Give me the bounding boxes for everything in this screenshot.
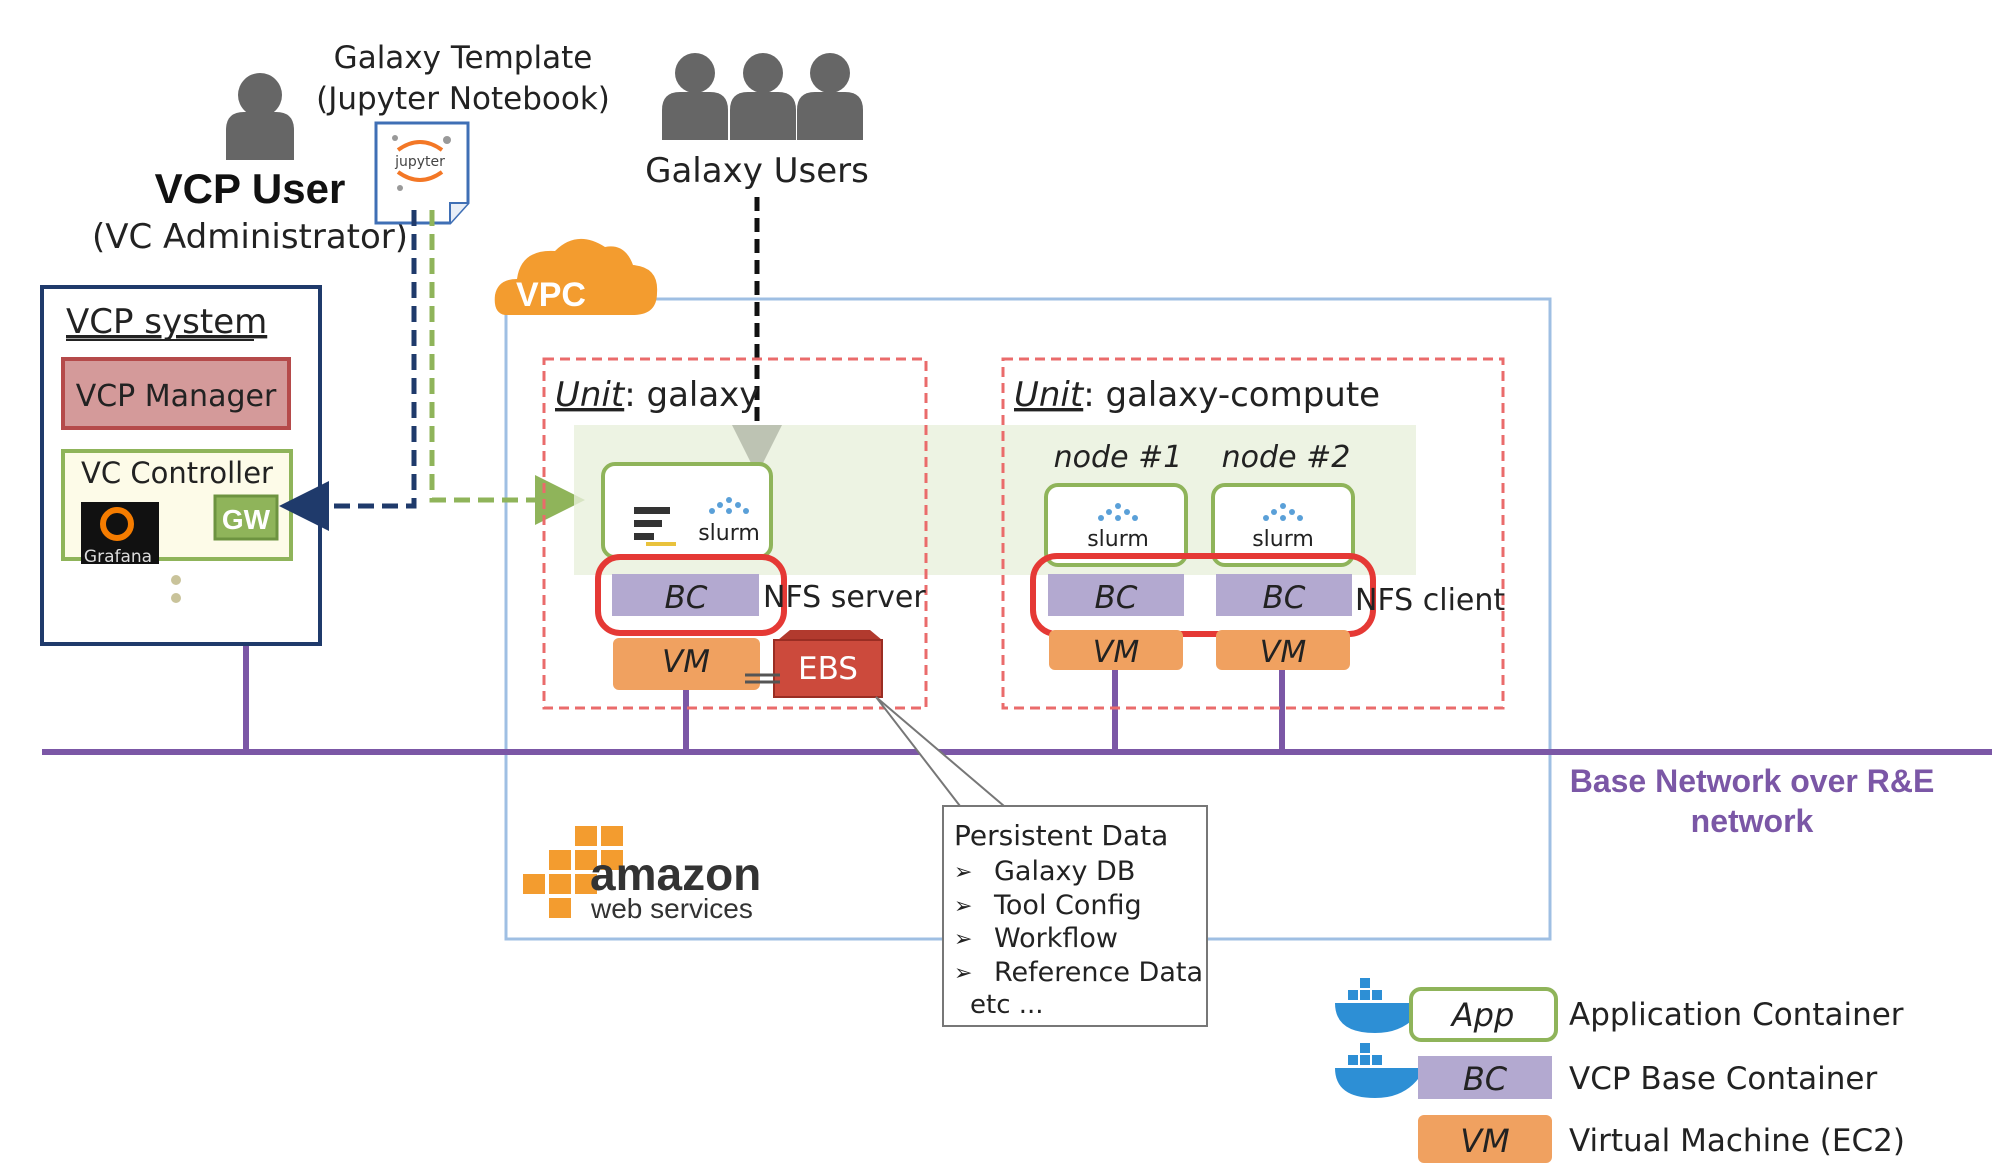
node1-slurm-icon	[1098, 503, 1138, 521]
grafana-swirl-icon	[100, 507, 134, 541]
jupyter-icon-text: jupyter	[394, 154, 445, 170]
node1-app-container	[1044, 483, 1188, 567]
node1-vm-label: VM	[1093, 635, 1140, 670]
node1-vm-box	[1049, 630, 1183, 670]
node2-vm-box	[1216, 630, 1350, 670]
template-subtitle: (Jupyter Notebook)	[316, 81, 610, 117]
vc-controller-label: VC Controller	[81, 456, 273, 490]
node2-slurm-icon	[1263, 503, 1303, 521]
vpc-badge-text: VPC	[516, 276, 586, 314]
vcp-system-title: VCP system	[66, 302, 267, 342]
galaxy-vm-label: VM	[662, 644, 710, 680]
galaxy-slurm-label: slurm	[698, 521, 760, 546]
callout-item-4: Reference Data	[994, 957, 1203, 988]
callout-item-1: Galaxy DB	[994, 856, 1135, 887]
node1-bc-box	[1048, 574, 1184, 616]
legend-app-key: App	[1450, 996, 1515, 1034]
docker-whale-icon-2	[1335, 1043, 1425, 1098]
galaxy-users-label: Galaxy Users	[645, 151, 869, 191]
grafana-label: Grafana	[84, 547, 152, 567]
vpc-cloud-icon: VPC	[494, 238, 658, 315]
network-label-line1: Base Network over R&E	[1570, 763, 1935, 799]
aws-cubes-icon	[523, 826, 623, 918]
legend-app-label: Application Container	[1569, 997, 1904, 1033]
vcp-manager-box	[61, 357, 291, 430]
nfs-server-label: NFS server	[763, 580, 926, 615]
slurm-logo-icon	[709, 497, 749, 514]
legend-vm-label: Virtual Machine (EC2)	[1569, 1123, 1905, 1159]
gw-box	[213, 494, 279, 541]
node2-slurm-label: slurm	[1252, 527, 1314, 552]
callout-title: Persistent Data	[954, 819, 1168, 852]
legend-app-swatch	[1409, 987, 1558, 1042]
blue-dashed-arrow	[279, 210, 417, 531]
legend-vm-key: VM	[1460, 1122, 1510, 1160]
legend-bc-label: VCP Base Container	[1569, 1061, 1877, 1097]
aws-wordmark: amazon	[590, 848, 761, 900]
vcp-user-icon	[226, 73, 294, 160]
green-dashed-arrow	[429, 210, 585, 525]
legend-bc-key: BC	[1463, 1060, 1508, 1098]
callout-bullet-4: ➢	[954, 961, 972, 986]
legend-vm-swatch	[1418, 1115, 1552, 1163]
unit-galaxy-unit-word: Unit	[555, 375, 626, 415]
callout-etc: etc ...	[970, 990, 1044, 1020]
callout-item-3: Workflow	[994, 923, 1118, 954]
unit-compute-name: : galaxy-compute	[1083, 375, 1380, 415]
node1-slurm-label: slurm	[1087, 527, 1149, 552]
aws-subtext: web services	[590, 893, 753, 924]
node1-label: node #1	[1054, 440, 1183, 475]
nfs-client-label: NFS client	[1355, 583, 1505, 618]
node2-label: node #2	[1222, 440, 1351, 475]
network-label-line2: network	[1691, 803, 1814, 839]
unit-galaxy-title: Unit: galaxy	[555, 375, 759, 415]
callout-bullet-2: ➢	[954, 894, 972, 919]
callout-bullet-1: ➢	[954, 860, 972, 885]
template-title: Galaxy Template	[334, 40, 593, 76]
ebs-volume-icon	[745, 630, 883, 698]
galaxy-vm-box	[613, 638, 760, 690]
galaxy-users-icon	[662, 53, 863, 140]
node2-vm-label: VM	[1260, 635, 1307, 670]
compute-bc-highlight	[1030, 553, 1376, 637]
vcp-user-title: VCP User	[155, 165, 346, 212]
vcp-user-subtitle: (VC Administrator)	[92, 217, 408, 257]
node2-bc-box	[1216, 574, 1352, 616]
unit-galaxy-boundary	[542, 357, 928, 710]
galaxy-bc-label: BC	[665, 580, 708, 616]
gw-label: GW	[222, 504, 271, 535]
unit-compute-unit-word: Unit	[1014, 375, 1085, 415]
jupyter-notebook-icon: jupyter	[374, 121, 470, 225]
callout-item-2: Tool Config	[993, 890, 1142, 921]
galaxy-bc-highlight	[595, 554, 787, 636]
callout-box	[942, 805, 1208, 1027]
node2-bc-label: BC	[1263, 580, 1306, 616]
unit-galaxy-name: : galaxy	[624, 375, 759, 415]
callout-bullet-3: ➢	[954, 927, 972, 952]
vcp-manager-label: VCP Manager	[76, 379, 277, 414]
ebs-label: EBS	[798, 651, 858, 687]
unit-compute-title: Unit: galaxy-compute	[1014, 375, 1380, 415]
legend-bc-swatch	[1418, 1056, 1552, 1099]
node1-bc-label: BC	[1095, 580, 1138, 616]
galaxy-logo-icon	[634, 507, 676, 546]
node2-app-container	[1211, 483, 1355, 567]
galaxy-bc-box	[612, 574, 759, 616]
docker-whale-icon	[1335, 978, 1425, 1033]
more-dots-icon	[171, 575, 181, 603]
unit-compute-boundary	[1001, 357, 1505, 710]
